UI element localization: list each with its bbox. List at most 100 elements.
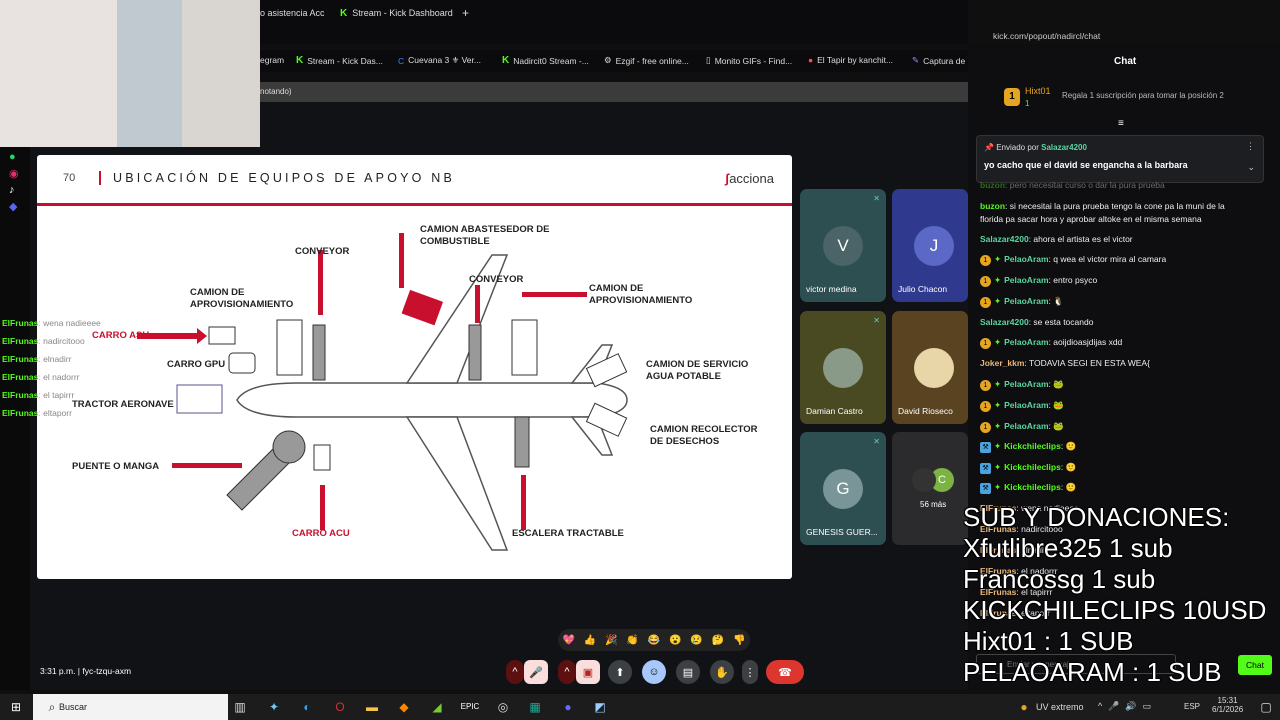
reaction-party[interactable]: 🎉 xyxy=(605,634,618,646)
chat-username[interactable]: Kickchileclips xyxy=(1004,482,1061,492)
chat-username[interactable]: PelaoAram xyxy=(1004,379,1049,389)
file-explorer-icon[interactable]: ▬ xyxy=(366,700,378,714)
reaction-surprised[interactable]: 😮 xyxy=(669,634,682,646)
file-icon: ▯ xyxy=(706,55,711,65)
reaction-thumbs-down[interactable]: 👎 xyxy=(733,634,746,646)
reaction-heart[interactable]: 💖 xyxy=(562,634,575,646)
fuselage xyxy=(236,382,628,418)
more-icon[interactable]: ⋮ xyxy=(1246,141,1255,151)
chat-username[interactable]: PelaoAram xyxy=(1004,296,1049,306)
chat-message: 1✦PelaoAram: 🐧 xyxy=(980,296,1064,308)
edge-icon[interactable]: ◐ xyxy=(303,700,311,714)
sub-donations-overlay: SUB Y DONACIONES: Xfutlibre325 1 sub Fra… xyxy=(963,502,1266,688)
reaction-sad[interactable]: 😢 xyxy=(690,634,703,646)
new-tab-button[interactable]: + xyxy=(462,6,470,20)
avatar: J xyxy=(914,226,954,266)
camera-options-button[interactable]: ^ xyxy=(558,660,576,684)
copilot-icon[interactable]: ✦ xyxy=(268,700,280,714)
app-icon[interactable]: ● xyxy=(564,700,572,714)
system-tray-icons[interactable]: ^🎤🔊▭ xyxy=(1098,701,1158,711)
chat-username[interactable]: Kickchileclips xyxy=(1004,441,1061,451)
gifter-count: 1 xyxy=(1025,99,1030,108)
chat-username[interactable]: PelaoAram xyxy=(1004,421,1049,431)
language-indicator[interactable]: ESP xyxy=(1184,702,1201,711)
chat-username[interactable]: buzon xyxy=(980,201,1006,211)
gem-icon: ✦ xyxy=(994,441,1002,451)
chat-username[interactable]: PelaoAram xyxy=(1004,275,1049,285)
bookmark[interactable]: egram xyxy=(260,55,284,65)
webcam-overlay xyxy=(0,0,260,147)
chat-text: 🙂 xyxy=(1065,441,1077,451)
store-icon[interactable]: ▦ xyxy=(529,700,541,714)
url-bar[interactable]: kick.com/popout/nadircl/chat xyxy=(993,31,1101,41)
tab-asistencia[interactable]: o asistencia Acc xyxy=(260,4,325,22)
bookmark[interactable]: ●El Tapir by kanchit... xyxy=(808,55,893,65)
task-view-icon[interactable]: ▥ xyxy=(234,700,246,714)
chat-username[interactable]: Joker_kkm xyxy=(980,358,1025,368)
camera-off-button[interactable]: ▣ xyxy=(576,660,600,684)
opera-icon[interactable]: O xyxy=(335,700,345,714)
mic-options-button[interactable]: ^ xyxy=(506,660,524,684)
chat-username[interactable]: buzon xyxy=(980,180,1006,190)
message: nadircitooo xyxy=(1021,524,1063,534)
label-carro-gpu: CARRO GPU xyxy=(167,359,226,370)
captions-button[interactable]: ▤ xyxy=(676,660,700,684)
participant-name: victor medina xyxy=(806,284,857,294)
app-icon[interactable]: ◩ xyxy=(594,700,606,714)
chat-username[interactable]: PelaoAram xyxy=(1004,400,1049,410)
present-button[interactable]: ⬆ xyxy=(608,660,632,684)
participant-tile[interactable]: David Rioseco xyxy=(892,311,968,424)
obs-icon[interactable]: ◎ xyxy=(497,700,509,714)
send-chat-button[interactable]: Chat xyxy=(1238,655,1272,675)
notifications-icon[interactable]: ▢ xyxy=(1260,700,1272,714)
reaction-thinking[interactable]: 🤔 xyxy=(711,634,725,646)
tiktok-icon[interactable]: ♪ xyxy=(9,184,15,196)
tab-label: o asistencia Acc xyxy=(260,8,325,18)
reaction-thumbs-up[interactable]: 👍 xyxy=(583,634,597,646)
bookmark[interactable]: ▯Monito GIFs - Find... xyxy=(706,55,792,66)
ezgif-icon: ⚙ xyxy=(604,55,612,65)
instagram-icon[interactable]: ◉ xyxy=(9,168,19,180)
top-gifter-name[interactable]: Hixt01 xyxy=(1025,86,1051,96)
bookmark-label: Cuevana 3 ⚜ Ver... xyxy=(408,55,481,65)
gift-prompt[interactable]: Regala 1 suscripción para tomar la posic… xyxy=(1062,91,1224,100)
reaction-clap[interactable]: 👏 xyxy=(626,634,639,646)
chat-username[interactable]: PelaoAram xyxy=(1004,254,1049,264)
bookmark[interactable]: ✎Captura de xyxy=(912,55,965,66)
windows-start-icon[interactable]: ⊞ xyxy=(10,700,22,714)
chat-username[interactable]: Salazar4200 xyxy=(980,234,1029,244)
bookmark[interactable]: ⚙Ezgif - free online... xyxy=(604,55,689,66)
leave-call-button[interactable]: ☎ xyxy=(766,660,804,684)
epic-games-icon[interactable]: EPIC xyxy=(460,702,480,711)
search-box[interactable]: Buscar xyxy=(33,694,228,720)
more-options-button[interactable]: ⋮ xyxy=(742,660,758,684)
clock-time: 15:31 xyxy=(1217,696,1238,705)
chat-username[interactable]: Salazar4200 xyxy=(980,317,1029,327)
discord-icon[interactable]: ◆ xyxy=(9,201,18,213)
logo-text: acciona xyxy=(729,171,774,186)
chevron-down-icon[interactable]: ⌄ xyxy=(1247,162,1255,172)
emoji-button[interactable]: ☺ xyxy=(642,660,666,684)
reaction-laugh[interactable]: 😂 xyxy=(647,634,661,646)
whatsapp-icon[interactable]: ● xyxy=(9,151,16,163)
chat-username[interactable]: PelaoAram xyxy=(1004,337,1049,347)
app-icon[interactable]: ◢ xyxy=(432,700,442,714)
mic-off-button[interactable]: 🎤 xyxy=(524,660,548,684)
raise-hand-button[interactable]: ✋ xyxy=(710,660,734,684)
weather-text[interactable]: UV extremo xyxy=(1036,702,1084,712)
chat-username[interactable]: Kickchileclips xyxy=(1004,462,1061,472)
message-input[interactable]: Enviar un mensaje xyxy=(976,654,1176,674)
overlay-line: KICKCHILECLIPS 10USD xyxy=(963,595,1267,625)
participant-tile[interactable]: ✕Damian Castro xyxy=(800,311,886,424)
app-icon[interactable]: ◆ xyxy=(399,700,409,714)
collapse-icon[interactable]: ≡ xyxy=(1118,118,1124,129)
